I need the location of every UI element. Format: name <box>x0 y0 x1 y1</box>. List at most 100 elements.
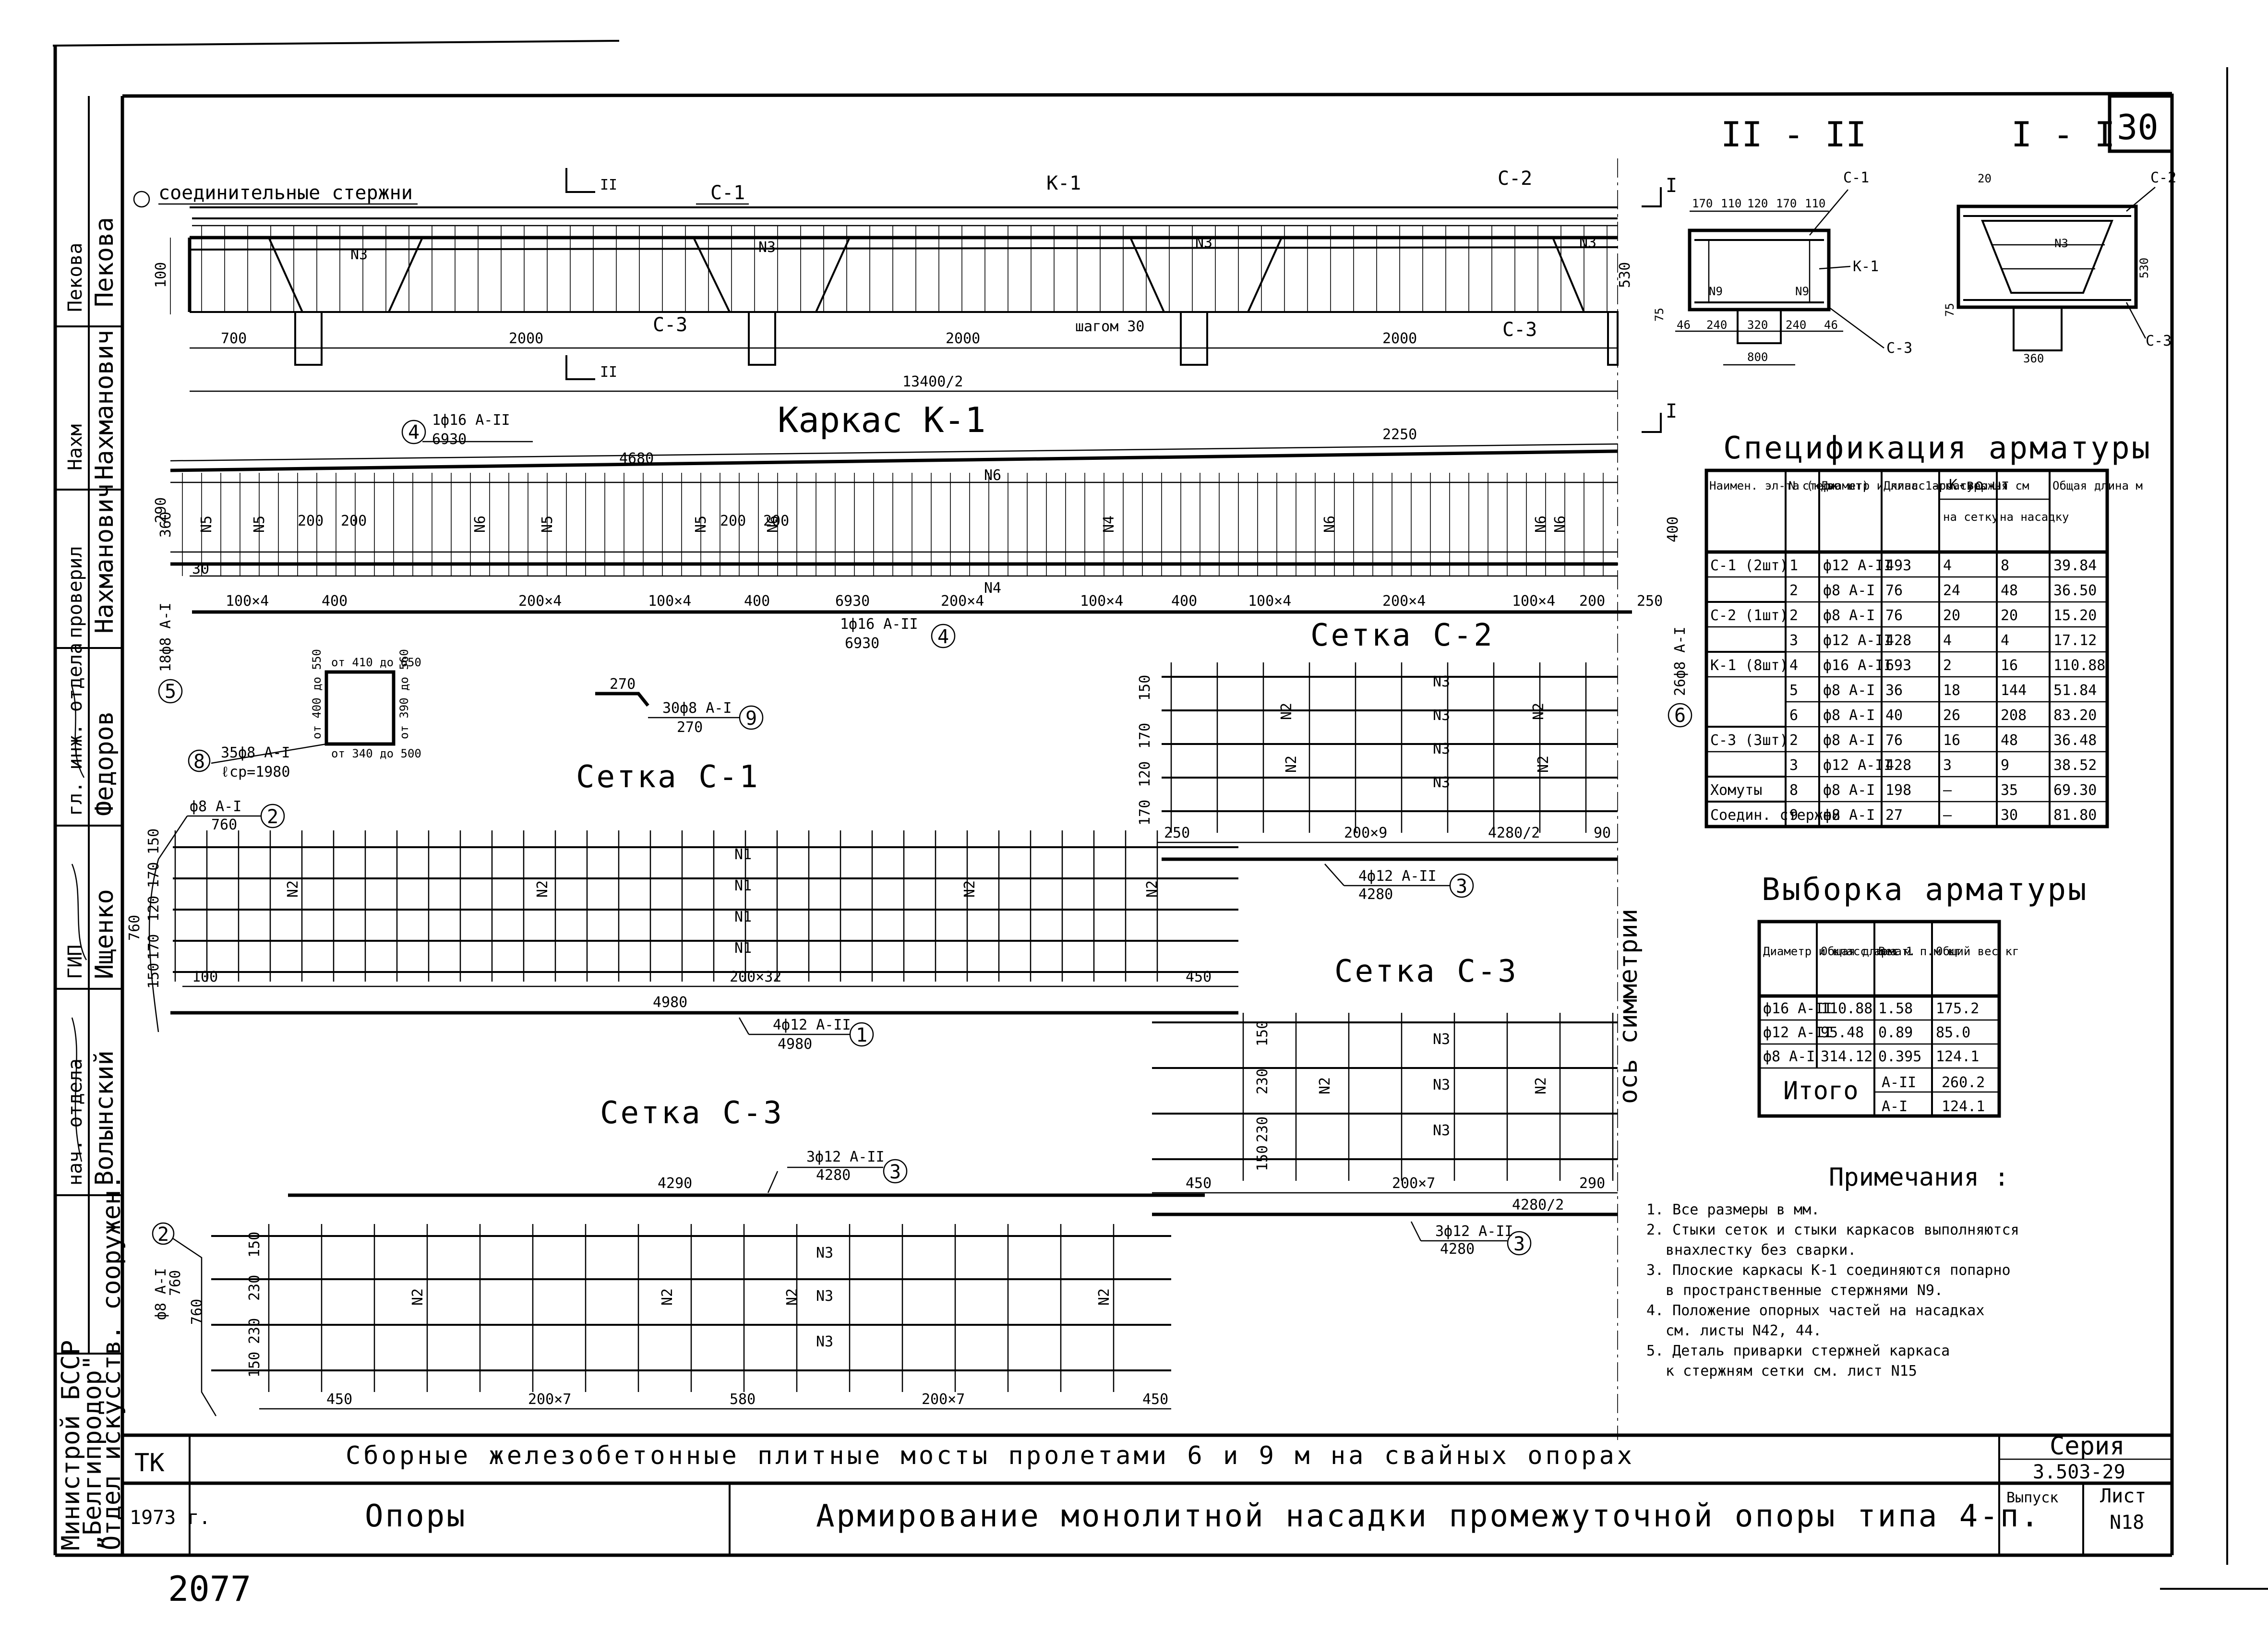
sel-total-value-1: 260.2 <box>1942 1074 1985 1091</box>
mesh-c1-n-label-2: N2 <box>534 880 551 898</box>
frame-k1-spacing-12: 200 <box>1579 593 1605 610</box>
note-line-4: 3. Плоские каркасы К-1 соединяются попар… <box>1646 1262 2011 1279</box>
sidebar-role-3: ГИП <box>64 945 86 979</box>
mesh-c3-left-title: Сетка С-3 <box>600 1095 784 1131</box>
bar7-dim-4: от 340 до 500 <box>331 747 421 760</box>
frame-k1-small-30: 30 <box>192 561 209 577</box>
spec-header-1: Наимен. эл-та (к-во шт) <box>1709 479 1869 492</box>
frame-k1-bar6-val: 400 <box>1665 516 1681 542</box>
mesh-c2-bottom-half: 4280/2 <box>1488 825 1540 841</box>
spec-cell-r3-c1: С-2 (1шт) <box>1710 607 1788 624</box>
spec-cell-r4-c5: 4 <box>1943 632 1952 649</box>
sec2-dim-side: 75 <box>1653 308 1666 322</box>
bar7-dim-3: от 390 до 560 <box>397 649 411 739</box>
frame-k1-bar4-len: 6930 <box>432 431 467 448</box>
spec-header-7: Общая длина м <box>2052 479 2143 492</box>
cut-label-ii-bottom: II <box>600 364 617 381</box>
spec-cell-r1-c6: 8 <box>2001 557 2009 574</box>
spec-cell-r8-c7: 36.48 <box>2053 732 2097 749</box>
mesh-c2-title: Сетка С-2 <box>1310 618 1494 653</box>
mesh-c3l-len: 4290 <box>658 1175 692 1192</box>
bar7-label: 35ф8 А-I <box>221 744 290 761</box>
spec-cell-r2-c2: 2 <box>1789 582 1798 599</box>
elev-dim-2000-a: 2000 <box>509 330 543 347</box>
frame-k1-spacing-2: 400 <box>322 593 348 610</box>
sel-total-value-2: 124.1 <box>1942 1098 1985 1115</box>
frame-k1-n-label-1: N5 <box>198 516 215 533</box>
mesh-c3l-dim-150b: 150 <box>246 1352 263 1378</box>
frame-k1: Каркас К-1 4 1ф16 А-II 6930 4680 2250 N5… <box>153 400 1692 728</box>
mesh-c2-n-label-6: N3 <box>1433 774 1450 791</box>
spec-cell-r6-c5: 18 <box>1943 682 1960 699</box>
frame-k1-n-label-5: N5 <box>693 516 709 533</box>
spec-cell-r1-c7: 39.84 <box>2053 557 2097 574</box>
spec-cell-r7-c2: 6 <box>1789 707 1798 724</box>
mesh-c1-bottom-step: 200×32 <box>730 969 781 985</box>
elev-dim-2000-c: 2000 <box>1382 330 1417 347</box>
frame-k1-small-200c: 200 <box>720 513 746 529</box>
spec-cell-r11-c4: 27 <box>1885 807 1903 824</box>
mesh-c2-bar3-label: 4ф12 А-II <box>1358 868 1437 885</box>
title-series-label: Серия <box>2050 1432 2125 1461</box>
sec2-dim-bot-1: 46 <box>1677 318 1691 332</box>
frame-k1-n-label-8: N4 <box>984 580 1001 597</box>
frame-k1-spacing-11: 100×4 <box>1512 593 1555 610</box>
spec-cell-r5-c2: 4 <box>1789 657 1798 674</box>
frame-k1-spacing-8: 400 <box>1171 593 1197 610</box>
sec2-dim-bot-total: 800 <box>1747 350 1768 364</box>
sel-cell-r2-c4: 85.0 <box>1936 1024 1970 1041</box>
bar9-label: 30ф8 А-I <box>662 700 732 717</box>
frame-k1-bar4-label: 1ф16 А-II <box>432 412 510 429</box>
note-line-6: 4. Положение опорных частей на насадках <box>1646 1302 1984 1319</box>
frame-k1-spacing-5: 400 <box>744 593 770 610</box>
sel-header-4: Общий вес кг <box>1936 945 2019 958</box>
elevation-view: 700 2000 2000 2000 13400/2 100 530 соеди… <box>133 168 1677 433</box>
frame-k1-spacing-13: 250 <box>1637 593 1663 610</box>
sidebar-name-4: Федоров <box>90 711 119 816</box>
spec-cell-r10-c1: Хомуты <box>1710 782 1762 799</box>
mesh-c3r-dim-150a: 150 <box>1254 1020 1271 1046</box>
sel-cell-r2-c2: 95.48 <box>1821 1024 1864 1041</box>
note-line-7: см. листы N42, 44. <box>1666 1322 1822 1339</box>
cut-label-i-bottom: I <box>1666 400 1677 422</box>
elev-label-c1: С-1 <box>710 182 745 204</box>
sec2-label-n9-a: N9 <box>1709 285 1723 298</box>
frame-k1-stirrups <box>182 473 1604 576</box>
section-1-title: I - I <box>2011 114 2115 155</box>
mesh-c3l-bottom-step-b: 200×7 <box>922 1391 965 1408</box>
frame-k1-n-label-3: N6 <box>472 516 489 533</box>
sel-total-label: Итого <box>1783 1077 1859 1105</box>
mesh-c1-dim-170b: 170 <box>145 934 162 960</box>
title-series: 3.503-29 <box>2033 1461 2125 1483</box>
frame-k1-bar5-label: 18ф8 А-I <box>157 603 174 672</box>
mesh-c2-n-label-8: N2 <box>1535 756 1552 773</box>
sec2-dim-top-2: 110 <box>1721 197 1741 210</box>
sidebar-org-1: Министрой БССР <box>57 1340 85 1550</box>
cut-mark-i-bottom <box>1642 413 1662 433</box>
title-sheet: N18 <box>2110 1512 2144 1534</box>
mesh-c2-bottom-step: 200×9 <box>1344 825 1387 841</box>
mesh-c3l-bottom-step-a: 200×7 <box>528 1391 571 1408</box>
mesh-c1-bottom-450: 450 <box>1186 969 1212 985</box>
spec-cell-r4-c4: 428 <box>1885 632 1911 649</box>
spec-cell-r6-c6: 144 <box>2001 682 2027 699</box>
spec-cell-r11-c5: — <box>1943 807 1952 824</box>
cut-mark-ii-top <box>565 168 595 193</box>
frame-k1-n-label-4: N5 <box>539 516 556 533</box>
sec1-label-n3: N3 <box>2054 237 2068 250</box>
mesh-c3l-n-label-6: N3 <box>816 1288 833 1305</box>
svg-text:2: 2 <box>157 1224 169 1246</box>
spec-cell-r11-c1: Соедин. стержни <box>1710 807 1840 824</box>
frame-k1-bottom-label: 1ф16 А-II <box>840 616 918 633</box>
title-main: Сборные железобетонные плитные мосты про… <box>346 1441 1635 1470</box>
spec-cell-r3-c2: 2 <box>1789 607 1798 624</box>
spec-cell-r9-c2: 3 <box>1789 757 1798 774</box>
section-2-title: II - II <box>1721 114 1866 155</box>
bar9-detail: 270 30ф8 А-I 270 9 <box>595 676 764 736</box>
elev-n-label-1: N3 <box>350 246 368 263</box>
mesh-c3-right-title: Сетка С-3 <box>1334 954 1518 989</box>
elev-n-label-2: N3 <box>758 239 776 256</box>
svg-text:4: 4 <box>408 421 420 444</box>
spec-cell-r4-c7: 17.12 <box>2053 632 2097 649</box>
sel-cell-r2-c3: 0.89 <box>1878 1024 1913 1041</box>
